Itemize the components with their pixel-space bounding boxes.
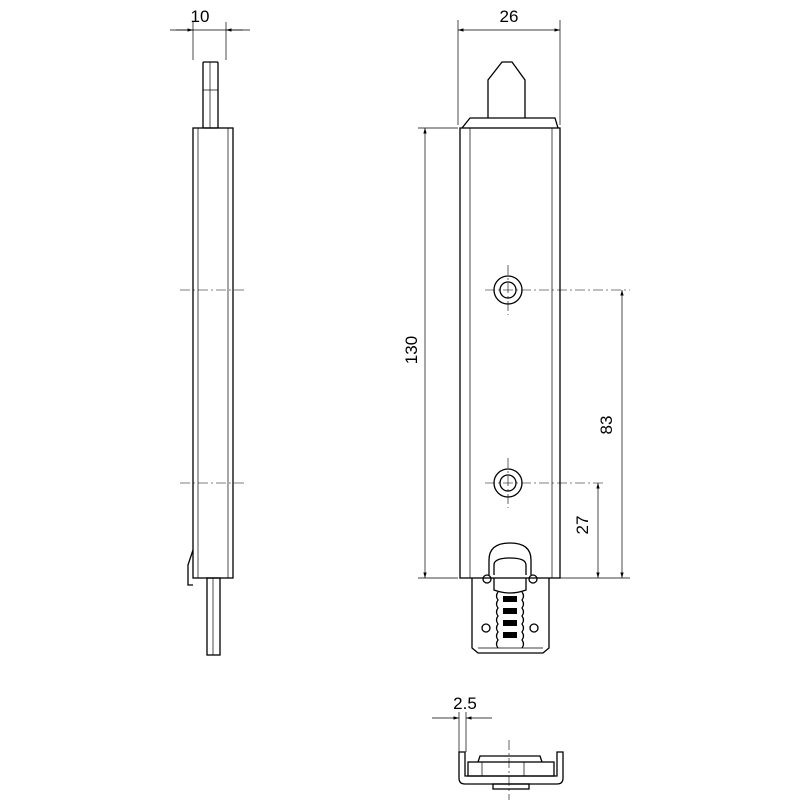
- dimension-27-label: 27: [573, 516, 592, 535]
- front-body: [459, 127, 561, 579]
- front-view: 26 130 83 27: [402, 7, 630, 654]
- adjuster-block: [471, 542, 550, 654]
- bottom-view: 2.5: [432, 694, 564, 800]
- dimension-10-label: 10: [191, 7, 210, 26]
- dimension-2.5-label: 2.5: [453, 694, 477, 713]
- mounting-hole-lower: [485, 458, 605, 508]
- dimension-26-label: 26: [500, 7, 519, 26]
- mounting-hole-upper: [485, 265, 630, 315]
- side-body: [192, 127, 234, 579]
- dimension-130-label: 130: [402, 336, 421, 364]
- side-view: 10: [170, 7, 250, 656]
- dimension-83-label: 83: [597, 416, 616, 435]
